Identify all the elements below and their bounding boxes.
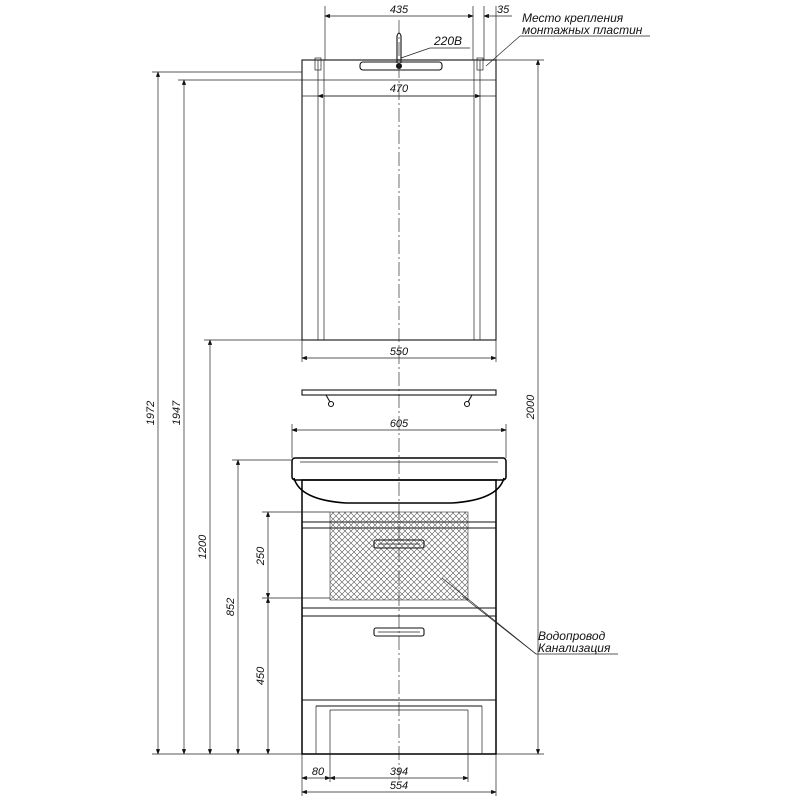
cabinet-body: [301, 479, 497, 755]
dim-1972: 1972: [145, 71, 302, 755]
dim-852: 852: [225, 459, 292, 755]
dim-label-554: 554: [390, 780, 408, 792]
dim-554: 554: [301, 780, 497, 795]
mount-plate-right: [476, 57, 484, 71]
dim-label-435: 435: [390, 4, 409, 16]
dim-250-450: 250 450: [255, 511, 330, 755]
dim-label-1972: 1972: [145, 401, 157, 425]
dim-label-1200: 1200: [197, 534, 209, 559]
mount-plate-left: [314, 57, 322, 71]
socket-label: 220В: [433, 34, 462, 48]
water-callout: Водопровод Канализация: [441, 577, 618, 655]
shelf-plate: [301, 389, 497, 396]
dim-550: 550: [301, 340, 497, 362]
dim-35: 35: [483, 4, 512, 60]
dim-label-852: 852: [225, 598, 237, 616]
drawer-handle-top: [373, 539, 425, 549]
dim-label-80: 80: [312, 766, 325, 778]
dim-80-394: 80 394: [301, 754, 497, 796]
mount-note: Место крепления монтажных пластин: [485, 11, 650, 67]
dim-label-35: 35: [497, 4, 510, 16]
dim-label-550: 550: [390, 346, 409, 358]
dim-605: 605: [291, 418, 507, 458]
service-zone-hatch: [329, 511, 469, 601]
sewage-label: Канализация: [538, 641, 611, 655]
cabinet: [301, 479, 497, 755]
water-label: Водопровод: [538, 629, 606, 643]
drawer-handle-bottom: [373, 627, 425, 637]
dim-1947: 1947: [171, 79, 302, 755]
dim-2000: 2000: [496, 59, 544, 755]
dim-label-2000: 2000: [525, 394, 537, 420]
dim-435: 435: [324, 4, 474, 60]
dim-label-450: 450: [255, 666, 267, 685]
socket-callout: 220В: [400, 34, 470, 59]
mount-note-line1: Место крепления: [522, 11, 624, 25]
dim-470: 470: [317, 83, 481, 99]
dim-label-605: 605: [390, 418, 409, 430]
mount-note-line2: монтажных пластин: [522, 23, 643, 37]
shelf: [301, 389, 497, 408]
dim-1200: 1200: [197, 339, 302, 755]
dim-label-1947: 1947: [171, 400, 183, 425]
dim-label-394: 394: [390, 766, 408, 778]
dim-label-250: 250: [255, 546, 267, 566]
dim-label-470: 470: [390, 83, 409, 95]
